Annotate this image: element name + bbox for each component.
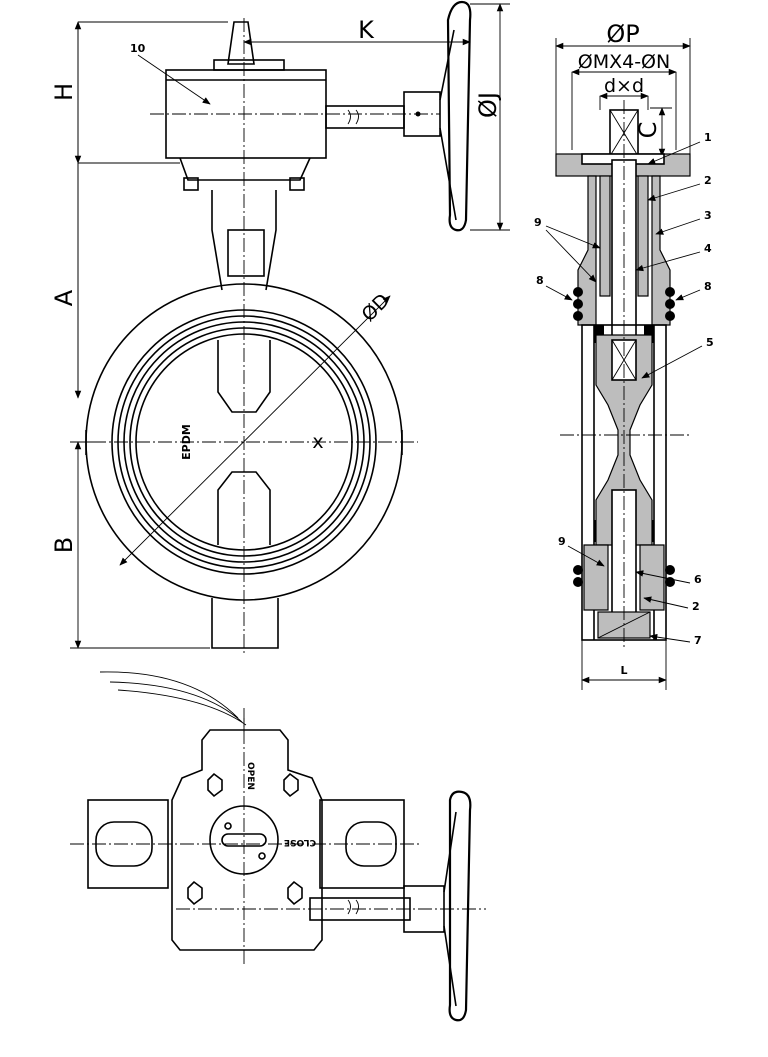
dim-L: L — [620, 664, 627, 677]
dim-K: K — [358, 16, 375, 44]
dim-J: ØJ — [474, 92, 502, 118]
callout-8-right: 8 — [704, 280, 712, 293]
dim-D: ØD — [358, 290, 394, 326]
callout-9-lower: 9 — [558, 535, 566, 548]
center-mark: x — [312, 431, 323, 453]
callout-2-lower: 2 — [692, 600, 700, 613]
close-label: CLOSE — [284, 837, 316, 847]
callout-4: 4 — [704, 242, 712, 255]
callout-5: 5 — [706, 336, 714, 349]
callout-6: 6 — [694, 573, 702, 586]
callout-7: 7 — [694, 634, 702, 647]
callout-8-left: 8 — [536, 274, 544, 287]
callout-2: 2 — [704, 174, 712, 187]
open-label: OPEN — [245, 762, 255, 790]
front-view: H A B K ØJ — [50, 0, 510, 655]
dim-H: H — [50, 83, 78, 101]
callout-9-left: 9 — [534, 216, 542, 229]
seat-material-label: EPDM — [180, 424, 193, 460]
callout-1: 1 — [704, 131, 712, 144]
dim-B: B — [50, 537, 78, 553]
dim-M: ØMX4-ØN — [578, 51, 670, 73]
section-view: ØP ØMX4-ØN d×d C — [534, 20, 714, 690]
dim-C: C — [634, 122, 662, 139]
callout-10: 10 — [130, 42, 146, 55]
callout-3: 3 — [704, 209, 712, 222]
dim-dxd: d×d — [604, 75, 644, 97]
dim-A: A — [50, 289, 78, 306]
dim-P: ØP — [606, 20, 639, 48]
top-view: OPEN CLOSE — [70, 671, 486, 1022]
